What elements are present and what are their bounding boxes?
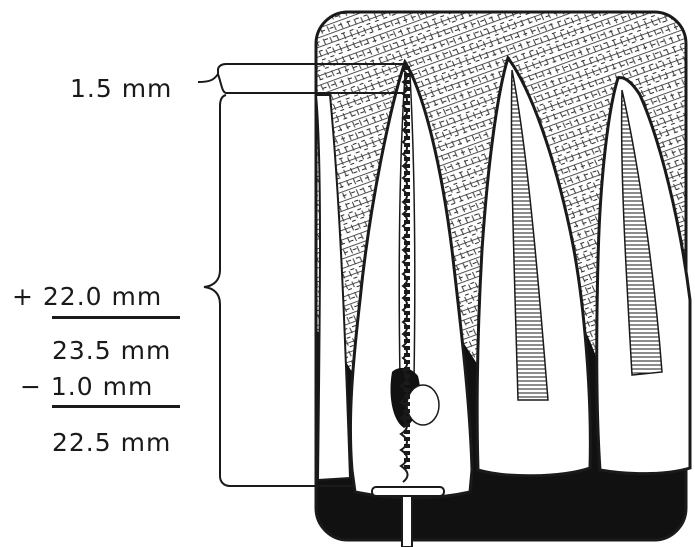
rubber-stop: [372, 487, 444, 496]
file-handle: [402, 496, 412, 547]
